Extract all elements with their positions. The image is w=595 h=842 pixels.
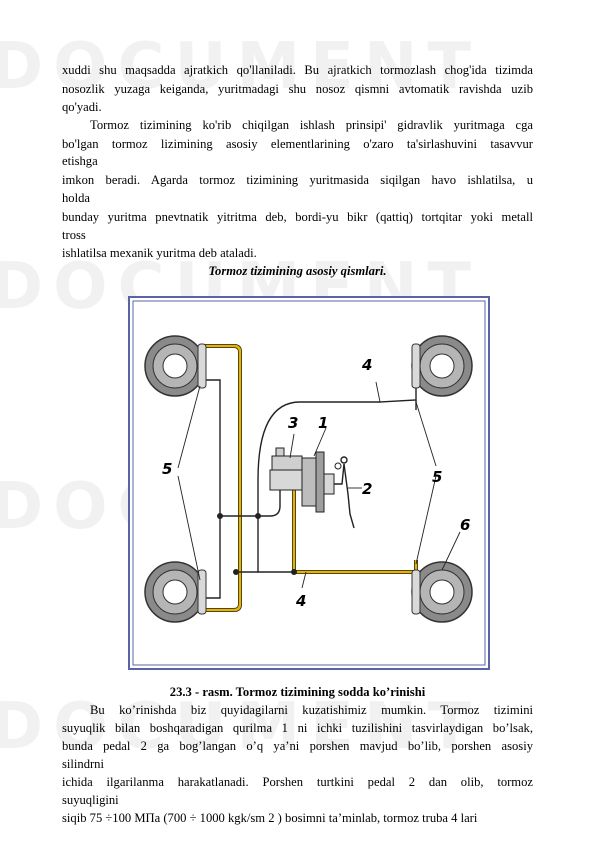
text-line: suyuqligini bbox=[62, 793, 119, 807]
text-line: Tormoz tizimining ko'rib chiqilgan ishla… bbox=[90, 118, 533, 132]
watermark: DOCUMENT bbox=[0, 690, 482, 764]
junction-dot bbox=[217, 513, 223, 519]
leader-lines bbox=[177, 381, 461, 589]
figure-brake-system: 1 2 3 4 4 5 5 6 bbox=[128, 296, 490, 670]
text-line: bunda pedal 2 ga bog’langan o’q ya’ni po… bbox=[62, 739, 533, 753]
inner-frame bbox=[132, 300, 486, 666]
wheel-rear-right bbox=[411, 561, 473, 623]
text-line: qo'yadi. bbox=[62, 100, 102, 114]
text-line: xuddi shu maqsadda ajratkich qo'llanilad… bbox=[62, 63, 533, 77]
text-line: siqib 75 ÷100 МПа (700 ÷ 1000 kgk/sm 2 )… bbox=[62, 811, 478, 825]
wheel-front-left bbox=[144, 335, 207, 397]
text-line: nosozlik yuzaga keiganda, yuritmadagi sh… bbox=[62, 82, 533, 96]
wheel-front-right bbox=[411, 335, 473, 397]
callout-label: 5 bbox=[432, 468, 442, 486]
callout-label: 2 bbox=[362, 480, 372, 498]
callout-label: 3 bbox=[288, 414, 298, 432]
yellow-brake-lines bbox=[202, 344, 418, 612]
figure-caption: 23.3 - rasm. Tormoz tizimining sodda ko’… bbox=[169, 685, 426, 699]
text-line: suyuqlik bilan boshqaradigan qurilma 1 n… bbox=[62, 721, 533, 735]
junction-dot bbox=[255, 513, 261, 519]
callout-label: 5 bbox=[162, 460, 172, 478]
watermark: DOCUMENT bbox=[0, 30, 482, 104]
black-brake-lines bbox=[202, 378, 417, 599]
callout-label: 4 bbox=[361, 356, 372, 374]
text-line: Bu ko’rinishda biz quyidagilarni kuzatis… bbox=[90, 703, 533, 717]
brake-pedal bbox=[334, 456, 355, 529]
callout-label: 1 bbox=[318, 414, 328, 432]
junction-dot bbox=[233, 569, 239, 575]
text-line: tross bbox=[62, 228, 86, 242]
text-line: ishlatilsa mexanik yuritma deb ataladi. bbox=[62, 246, 257, 260]
section-heading: Tormoz tizimining asosiy qismlari. bbox=[208, 264, 387, 278]
wheel-rear-left bbox=[144, 561, 207, 623]
text-line: etishga bbox=[62, 154, 98, 168]
junction-dot bbox=[291, 569, 297, 575]
text-line: imkon beradi. Agarda tormoz tizimining y… bbox=[62, 173, 533, 187]
text-line: bunday yuritma pnevtnatik yitritma deb, … bbox=[62, 210, 533, 224]
master-cylinder bbox=[269, 447, 342, 513]
text-line: ichida ilgarilanma harakatlanadi. Porshe… bbox=[62, 775, 533, 789]
brake-system-diagram: 1 2 3 4 4 5 5 6 bbox=[132, 300, 486, 666]
text-line: bo'lgan tormoz lizimining asosiy element… bbox=[62, 137, 533, 151]
text-line: holda bbox=[62, 191, 90, 205]
text-line: silindrni bbox=[62, 757, 104, 771]
callout-label: 4 bbox=[295, 592, 306, 610]
callout-label: 6 bbox=[460, 516, 470, 534]
